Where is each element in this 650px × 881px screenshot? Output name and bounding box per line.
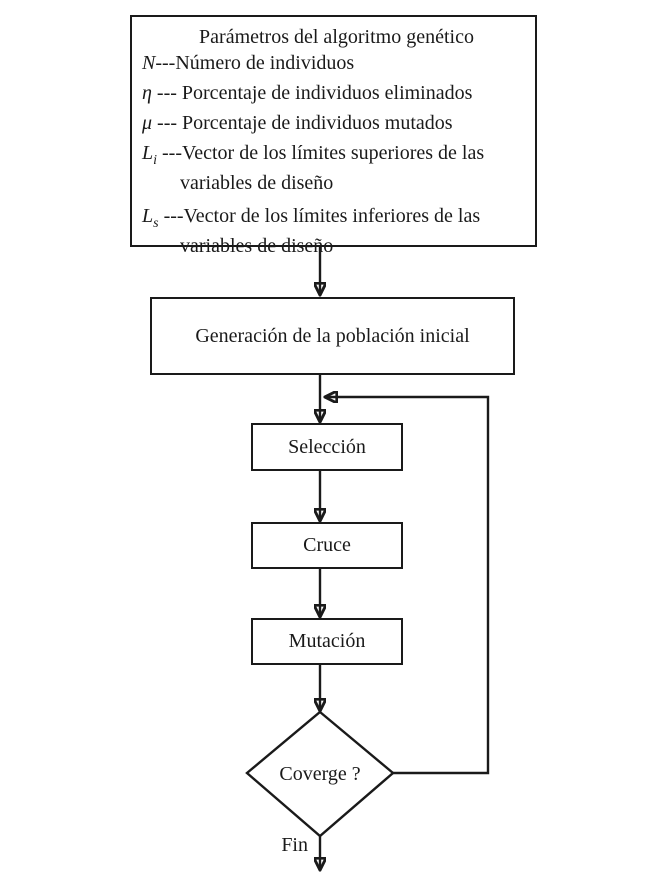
param-symbol: η: [142, 82, 152, 104]
param-text: ---Vector de los límites superiores de l…: [157, 142, 485, 164]
param-item-mu: μ --- Porcentaje de individuos mutados: [142, 112, 531, 142]
params-box: Parámetros del algoritmo genético N---Nú…: [130, 15, 537, 257]
param-text-cont: variables de diseño: [180, 172, 334, 194]
decision-label: Coverge ?: [279, 762, 361, 785]
param-item-li: Li ---Vector de los límites superiores d…: [142, 142, 531, 195]
param-item-eta: η --- Porcentaje de individuos eliminado…: [142, 82, 531, 112]
node-crossover: Cruce: [251, 522, 403, 569]
param-text: --- Porcentaje de individuos mutados: [152, 112, 453, 134]
param-symbol: N: [142, 52, 156, 74]
node-mutation: Mutación: [251, 618, 403, 665]
param-text-cont: variables de diseño: [180, 235, 334, 257]
params-title: Parámetros del algoritmo genético: [199, 26, 474, 48]
param-symbol: L: [142, 205, 154, 227]
param-subscript: s: [153, 216, 159, 231]
param-symbol: μ: [142, 112, 153, 134]
decision-diamond: [245, 710, 395, 838]
param-item-ls: Ls ---Vector de los límites inferiores d…: [142, 205, 531, 258]
param-text: ---Número de individuos: [155, 52, 355, 74]
param-text: ---Vector de los límites inferiores de l…: [158, 205, 481, 227]
param-symbol: L: [142, 142, 154, 164]
node-generation: Generación de la población inicial: [150, 297, 515, 375]
feedback-loop-arrow: [326, 397, 490, 775]
param-item-n: N---Número de individuos: [142, 52, 531, 82]
end-label: Fin: [281, 834, 308, 856]
node-selection: Selección: [251, 423, 403, 471]
param-subscript: i: [153, 153, 158, 168]
param-text: --- Porcentaje de individuos eliminados: [151, 82, 473, 104]
